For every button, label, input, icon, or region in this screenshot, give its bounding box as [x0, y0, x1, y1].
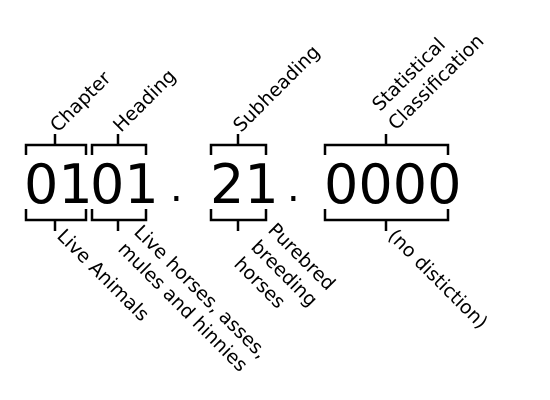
subheading-digits: 21: [210, 153, 279, 216]
heading-description-line1: Live horses, asses,: [129, 221, 271, 363]
subheading-label: Subheading: [229, 41, 324, 136]
separator-dot-2: .: [287, 165, 300, 211]
chapter-digits: 01: [24, 153, 93, 216]
separator-dot-1: .: [170, 165, 183, 211]
statistical-digits: 0000: [324, 153, 461, 216]
chapter-label: Chapter: [46, 67, 115, 136]
heading-label: Heading: [109, 65, 180, 136]
heading-digits: 01: [90, 153, 159, 216]
statistical-description: (no distiction): [383, 225, 491, 333]
